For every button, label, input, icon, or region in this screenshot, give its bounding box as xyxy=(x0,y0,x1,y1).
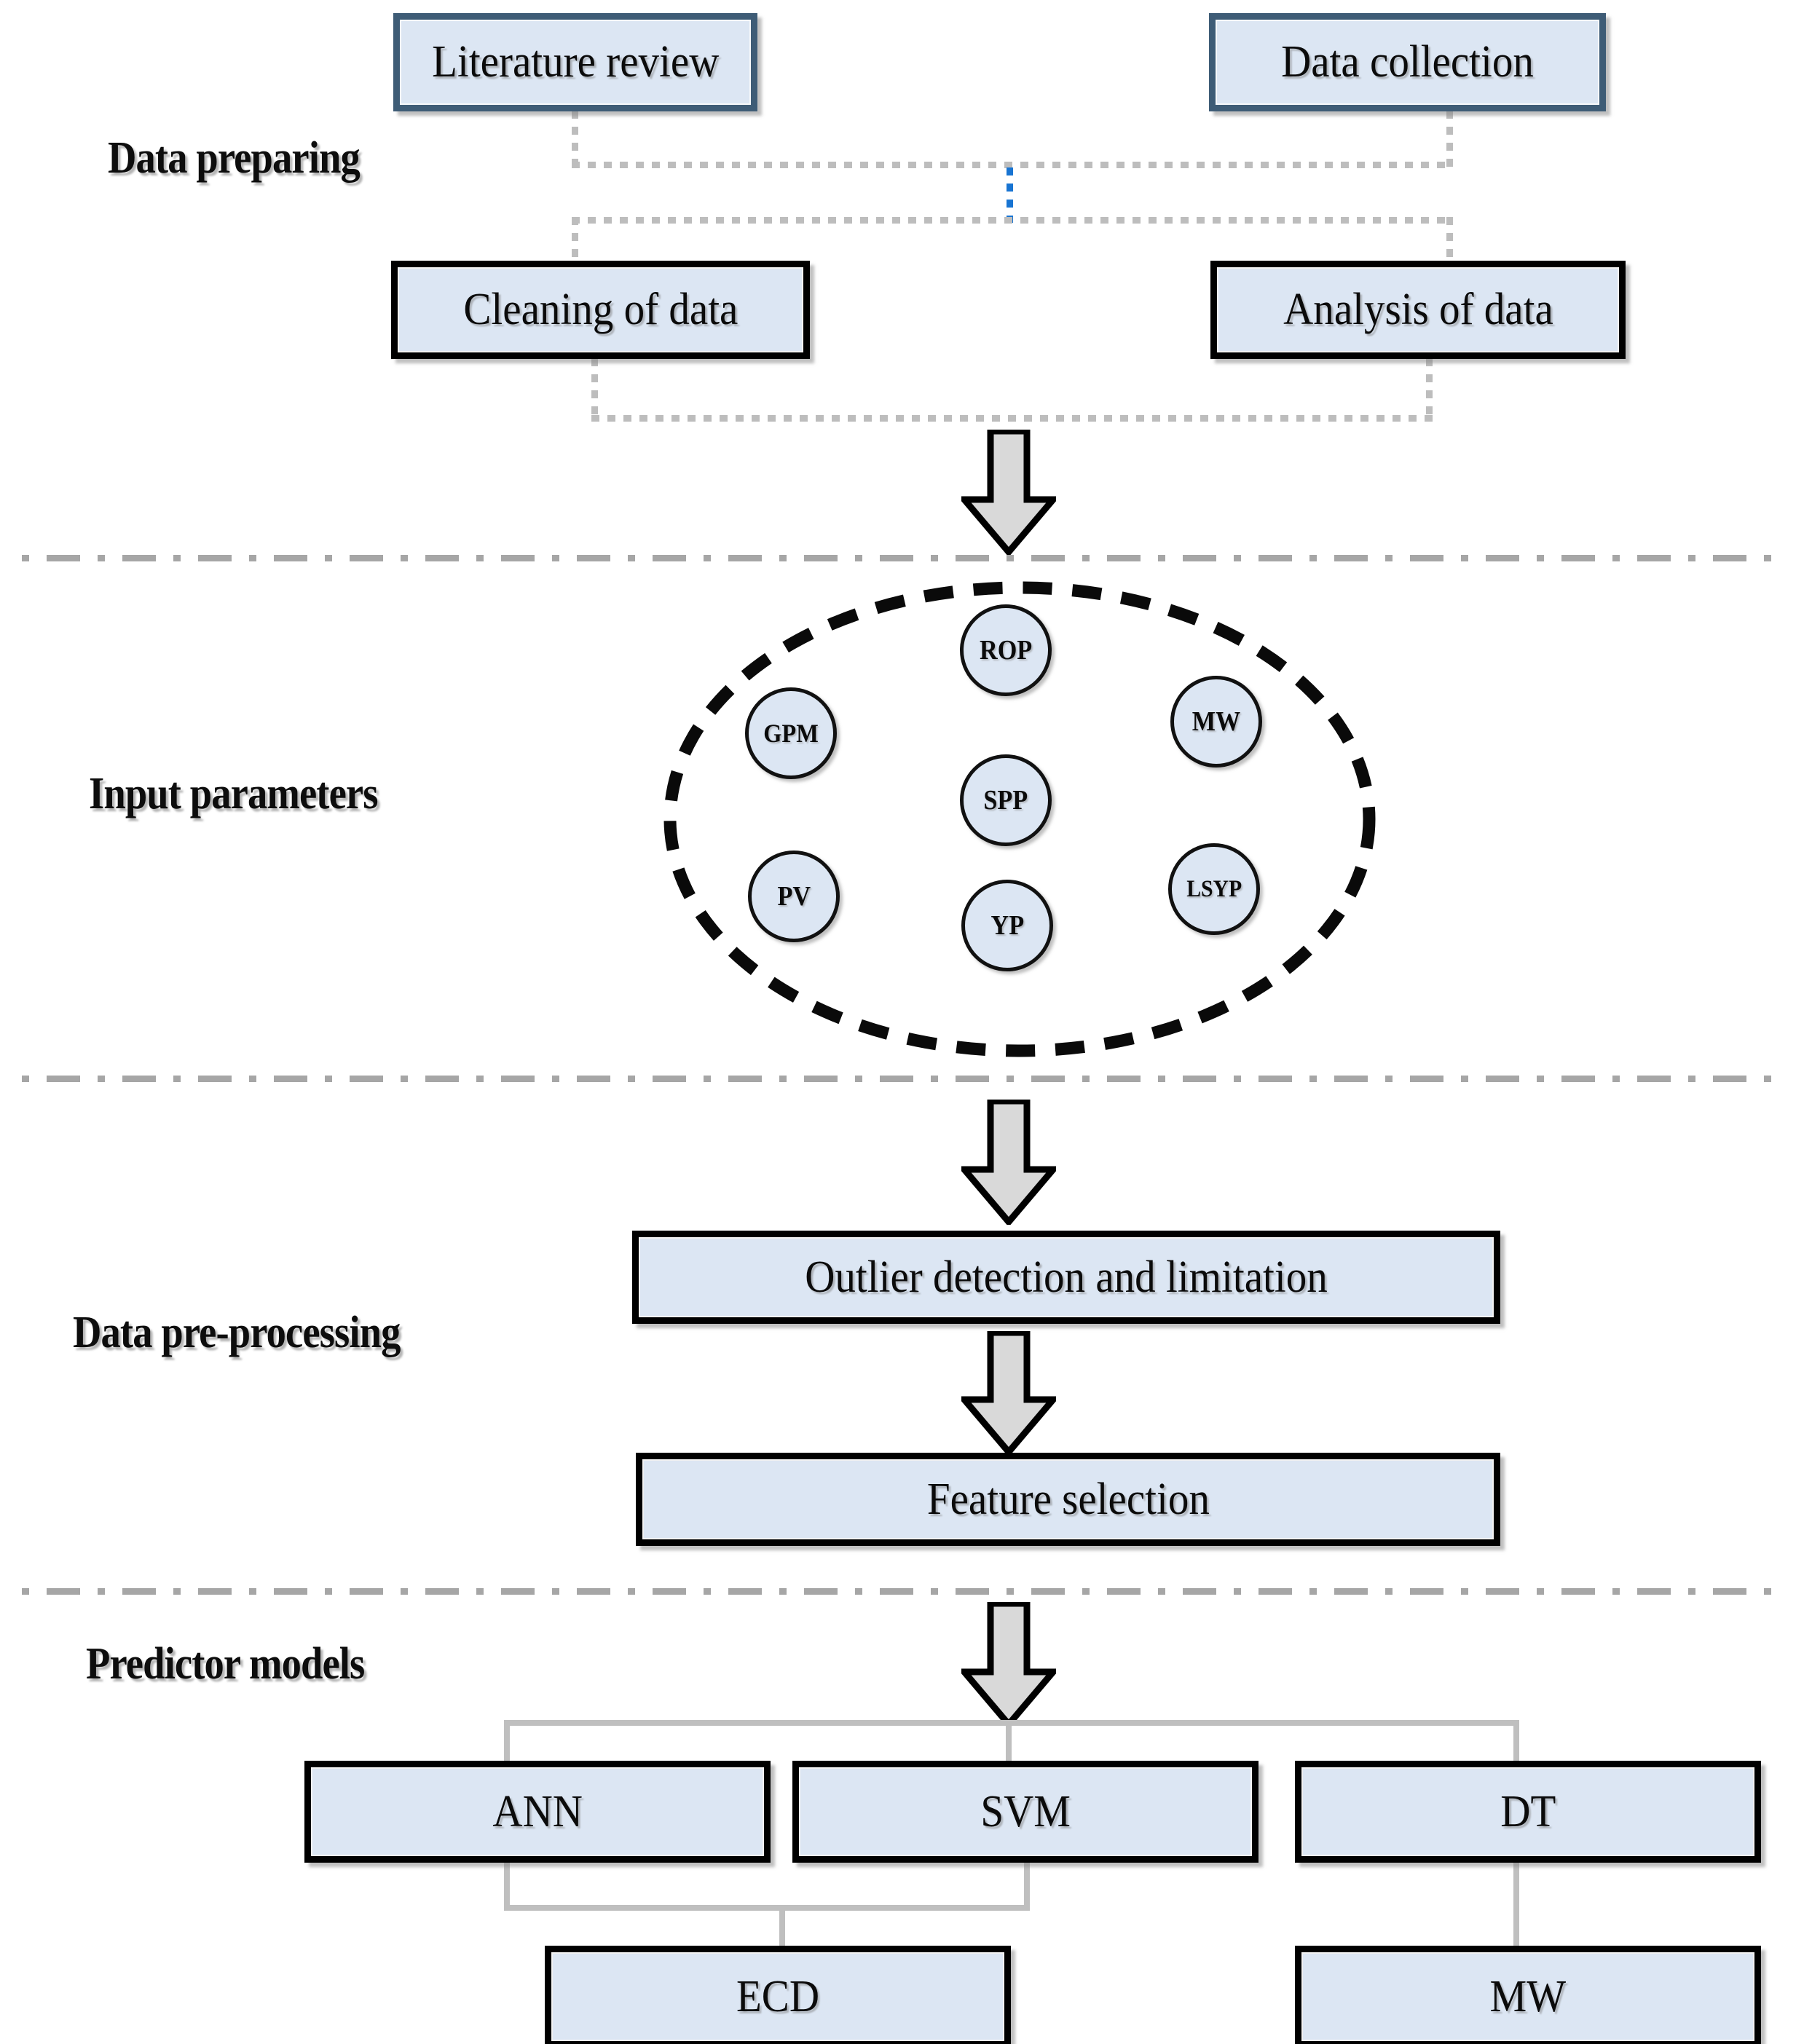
box-outlier-detection-label: Outlier detection and limitation xyxy=(805,1252,1328,1302)
box-data-collection[interactable]: Data collection xyxy=(1209,13,1606,111)
connector-to-cleaning-of-data xyxy=(572,217,578,264)
block-arrow-to-pre-processing xyxy=(957,1097,1060,1227)
box-feature-selection[interactable]: Feature selection xyxy=(636,1453,1500,1546)
section-label-input-parameters: Input parameters xyxy=(89,769,378,818)
box-svm[interactable]: SVM xyxy=(792,1761,1259,1863)
box-feature-selection-label: Feature selection xyxy=(926,1474,1210,1524)
input-node-rop-label: ROP xyxy=(979,635,1033,666)
input-node-yp: YP xyxy=(961,880,1053,971)
box-literature-review-label: Literature review xyxy=(431,37,720,87)
input-node-yp-label: YP xyxy=(990,910,1024,941)
connector-dt-to-mw xyxy=(1513,1863,1519,1950)
box-analysis-of-data[interactable]: Analysis of data xyxy=(1210,261,1626,359)
connector-top-horizontal xyxy=(572,162,1453,168)
box-ecd[interactable]: ECD xyxy=(545,1946,1011,2044)
section-label-predictor-models: Predictor models xyxy=(86,1639,365,1689)
connector-cleaning-down xyxy=(591,358,598,419)
box-data-collection-label: Data collection xyxy=(1281,37,1534,87)
connector-ann-down xyxy=(504,1863,510,1911)
input-node-rop: ROP xyxy=(960,604,1052,696)
section-divider-1 xyxy=(22,555,1782,561)
connector-second-horizontal xyxy=(572,217,1453,224)
box-ann[interactable]: ANN xyxy=(304,1761,771,1863)
connector-to-svm xyxy=(1006,1720,1012,1765)
section-divider-2 xyxy=(22,1076,1782,1082)
box-svm-label: SVM xyxy=(980,1786,1071,1836)
box-mw-output[interactable]: MW xyxy=(1295,1946,1761,2044)
input-node-mw: MW xyxy=(1170,676,1262,768)
connector-data-collection-down xyxy=(1446,111,1453,167)
input-node-pv: PV xyxy=(748,851,840,942)
connector-blue-link xyxy=(1007,167,1013,223)
box-dt-label: DT xyxy=(1500,1786,1556,1836)
block-arrow-outlier-to-feature xyxy=(957,1329,1060,1457)
section-label-data-preparing: Data preparing xyxy=(108,133,361,183)
input-node-spp-label: SPP xyxy=(983,785,1028,816)
input-node-spp: SPP xyxy=(960,754,1052,846)
connector-predictor-top-spine xyxy=(504,1720,1519,1726)
box-mw-output-label: MW xyxy=(1489,1971,1567,2021)
input-node-mw-label: MW xyxy=(1191,706,1241,737)
box-cleaning-of-data-label: Cleaning of data xyxy=(463,285,738,334)
connector-to-dt xyxy=(1513,1720,1519,1765)
connector-to-ann xyxy=(504,1720,510,1765)
input-node-gpm-label: GPM xyxy=(763,719,819,748)
connector-merge-horizontal xyxy=(591,415,1433,422)
connector-analysis-down xyxy=(1426,358,1433,419)
block-arrow-to-input-parameters xyxy=(957,427,1060,557)
box-cleaning-of-data[interactable]: Cleaning of data xyxy=(391,261,810,359)
input-parameters-ellipse xyxy=(655,575,1384,1063)
input-node-gpm: GPM xyxy=(745,687,837,779)
input-node-pv-label: PV xyxy=(777,881,811,912)
box-ecd-label: ECD xyxy=(736,1971,820,2021)
box-literature-review[interactable]: Literature review xyxy=(393,13,757,111)
connector-to-analysis-of-data xyxy=(1446,217,1453,264)
box-outlier-detection[interactable]: Outlier detection and limitation xyxy=(632,1231,1500,1324)
input-node-lsyp-label: LSYP xyxy=(1186,875,1242,902)
input-node-lsyp: LSYP xyxy=(1168,843,1260,935)
box-ann-label: ANN xyxy=(492,1786,583,1836)
box-dt[interactable]: DT xyxy=(1295,1761,1761,1863)
section-divider-3 xyxy=(22,1588,1782,1595)
block-arrow-to-predictor-models xyxy=(957,1600,1060,1729)
connector-predictor-bottom-spine xyxy=(504,1905,1030,1911)
connector-svm-down xyxy=(1024,1863,1030,1906)
section-label-data-pre-processing: Data pre-processing xyxy=(73,1308,401,1357)
connector-to-ecd xyxy=(779,1905,785,1949)
connector-literature-review-down xyxy=(572,111,578,169)
box-analysis-of-data-label: Analysis of data xyxy=(1283,285,1553,334)
